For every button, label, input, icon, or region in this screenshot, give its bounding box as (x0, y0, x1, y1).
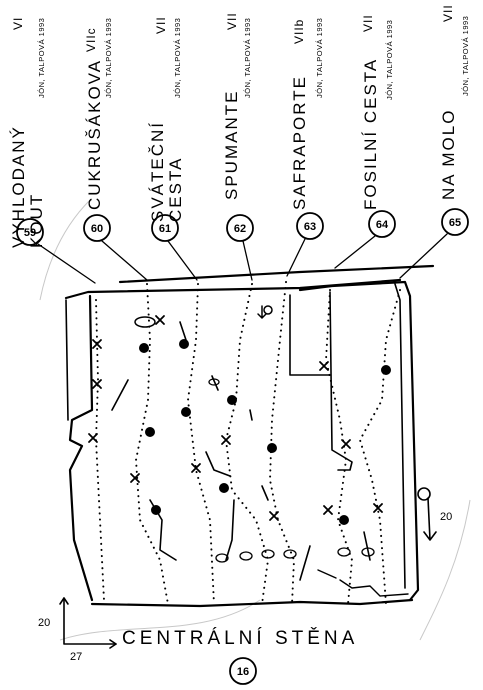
svg-text:64: 64 (376, 219, 389, 231)
route-number-61: 61 (151, 214, 179, 242)
route-label-63: SAFRAPORTE VIIb JÓN, TALPOVÁ 1993 (290, 18, 324, 210)
bolt-markers (139, 339, 391, 525)
route-number-62: 62 (226, 214, 254, 242)
route-name-line1: VYHLODANÝ (9, 125, 28, 248)
route-name-line2: CESTA (166, 157, 185, 222)
route-label-60: CUKRUŠÁKOVA VIIc JÓN, TALPOVÁ 1993 (84, 18, 113, 210)
route-name-line1: NA MOLO (439, 109, 458, 200)
width-label: 27 (70, 651, 82, 663)
route-name-line1: FOSILNÍ CESTA (361, 58, 380, 210)
route-label-61: SVÁTEČNÍ CESTA VII JÓN, TALPOVÁ 1993 (148, 16, 185, 222)
route-grade: VI (11, 17, 25, 30)
route-first-ascent: JÓN, TALPOVÁ 1993 (243, 18, 252, 98)
route-label-59: VYHLODANÝ KOUT VI JÓN, TALPOVÁ 1993 (9, 17, 46, 248)
route-first-ascent: JÓN, TALPOVÁ 1993 (37, 18, 46, 98)
svg-text:63: 63 (304, 221, 316, 233)
route-name-line1: SPUMANTE (222, 90, 241, 200)
svg-text:65: 65 (449, 217, 461, 229)
route-first-ascent: JÓN, TALPOVÁ 1993 (461, 16, 470, 96)
svg-text:62: 62 (234, 223, 246, 235)
route-number-63: 63 (296, 212, 324, 240)
route-number-65: 65 (441, 208, 469, 236)
route-label-64: FOSILNÍ CESTA VII JÓN, TALPOVÁ 1993 (361, 14, 394, 210)
rock-features (111, 316, 375, 581)
route-first-ascent: JÓN, TALPOVÁ 1993 (385, 20, 394, 100)
scale-axes: 20 27 (38, 597, 117, 663)
route-grade: VIIb (292, 19, 306, 44)
route-lines (94, 281, 401, 605)
wall-title: CENTRÁLNÍ STĚNA (122, 627, 358, 649)
route-first-ascent: JÓN, TALPOVÁ 1993 (315, 18, 324, 98)
route-name-line1: SVÁTEČNÍ (148, 121, 167, 222)
route-label-65: NA MOLO VII JÓN, TALPOVÁ 1993 (439, 4, 470, 200)
route-grade: VII (225, 12, 239, 30)
svg-text:59: 59 (24, 227, 36, 239)
route-name-line1: CUKRUŠÁKOVA (85, 59, 104, 210)
background-sketch (39, 199, 471, 641)
route-label-62: SPUMANTE VII JÓN, TALPOVÁ 1993 (222, 12, 252, 200)
wall-outline (64, 264, 435, 608)
svg-text:16: 16 (237, 666, 249, 678)
route-grade: VIIc (84, 27, 98, 52)
route-grade: VII (441, 4, 455, 22)
right-height-label: 20 (440, 511, 452, 523)
route-first-ascent: JÓN, TALPOVÁ 1993 (104, 18, 113, 98)
route-number-circles: 59 60 61 62 63 64 65 (16, 208, 469, 246)
leader-lines (37, 233, 448, 284)
height-label: 20 (38, 617, 50, 629)
right-dimension: 20 (417, 487, 452, 541)
svg-text:61: 61 (159, 223, 171, 235)
wall-number-badge: 16 (229, 657, 257, 685)
route-first-ascent: JÓN, TALPOVÁ 1993 (173, 18, 182, 98)
cross-markers (88, 315, 383, 521)
descent-arrow-icon (257, 305, 273, 319)
svg-text:60: 60 (91, 223, 103, 235)
route-number-59: 59 (16, 218, 44, 246)
route-grade: VII (361, 14, 375, 32)
route-number-60: 60 (83, 214, 111, 242)
route-name-line1: SAFRAPORTE (290, 75, 309, 210)
route-grade: VII (154, 16, 168, 34)
route-number-64: 64 (368, 210, 396, 238)
